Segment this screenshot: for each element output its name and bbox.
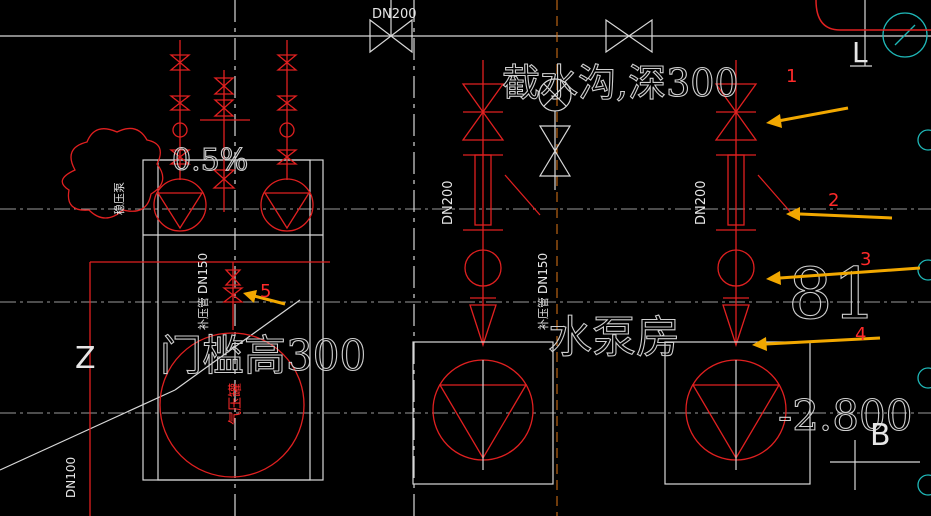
z-mark: Z	[75, 341, 96, 376]
left-equipment-frame	[89, 159, 330, 516]
pipe-label-dn150-mid-prefix: 补压管	[536, 297, 550, 330]
pipe-label-dn100: DN100	[64, 457, 78, 498]
pipe-label-dn150-left: DN150	[196, 253, 210, 294]
pipe-label-dn150-left-group: 补压管 DN150	[196, 253, 210, 330]
pipe-label-dn150-left-prefix: 补压管	[196, 297, 210, 330]
small-pump-group	[61, 40, 314, 232]
axis-bubbles	[815, 0, 931, 496]
marker-1: 1	[786, 66, 797, 87]
middle-valves	[538, 78, 572, 190]
axis-label-b: B	[870, 418, 891, 453]
threshold-annotation: 门槛高300	[160, 331, 366, 380]
side-percent-annotation: 0.5%	[172, 143, 248, 178]
pipe-label-dn150-mid-group: 补压管 DN150	[536, 253, 550, 330]
pump-room-annotation: 水泵房	[548, 312, 680, 363]
marker-3: 3	[860, 249, 871, 270]
tank-label: 气压罐	[228, 383, 244, 425]
pipe-label-right-dn200: DN200	[694, 180, 709, 225]
trench-annotation: 截水沟,深300	[502, 61, 739, 105]
pipe-label-dn150-mid: DN150	[536, 253, 550, 294]
callout-arrows	[243, 106, 921, 351]
center-pump-column	[412, 60, 554, 485]
axis-label-l: L	[852, 36, 868, 69]
pipe-label-top-dn200: DN200	[372, 7, 417, 22]
elevation-annotation: -2.800	[778, 391, 912, 440]
pipe-label-left-dn200: DN200	[441, 180, 456, 225]
marker-2: 2	[828, 190, 839, 211]
elevation-marks	[830, 440, 920, 490]
digits-right-annotation: 81	[788, 253, 877, 335]
small-pump-label: 稳压泵	[112, 182, 126, 215]
left-main-pump	[159, 262, 305, 478]
marker-5: 5	[260, 281, 271, 302]
top-gate-valve	[369, 0, 653, 54]
marker-4: 4	[855, 324, 866, 345]
right-pump-column	[664, 60, 811, 485]
